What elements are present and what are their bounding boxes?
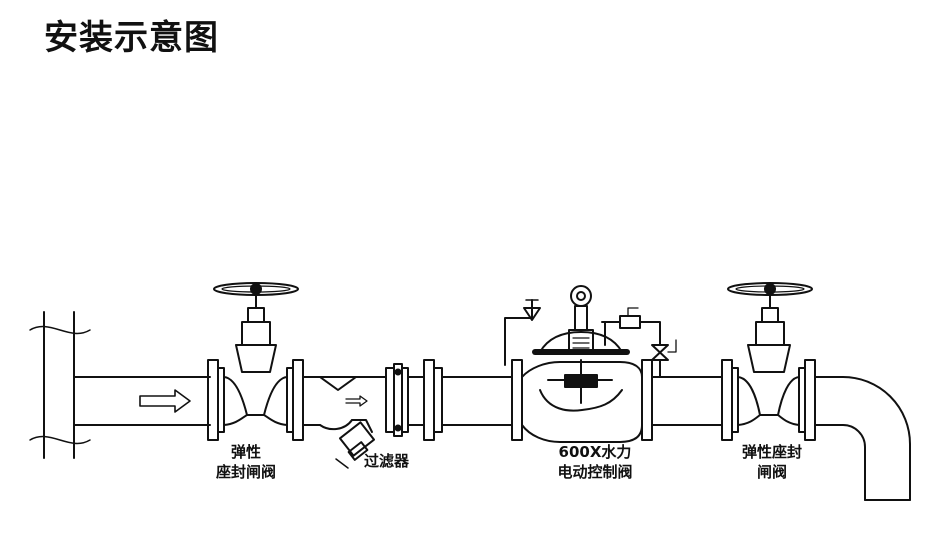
label-gate-valve-2: 弹性座封 闸阀 [717,443,827,482]
label-gate-valve-1: 弹性 座封闸阀 [196,443,296,482]
page-title: 安装示意图 [44,18,219,58]
label-line: 600X水力 [558,443,632,461]
label-line: 电动控制阀 [557,462,633,481]
label-line: 座封闸阀 [215,462,276,481]
y-strainer [319,363,409,469]
label-line: 弹性座封 [741,443,802,461]
handwheel-icon [213,282,299,296]
gate-valve-1 [207,282,304,441]
handwheel-icon [727,282,813,296]
label-line: 闸阀 [756,462,787,481]
label-control-valve: 600X水力 电动控制阀 [530,443,660,482]
control-valve-600x [504,285,677,443]
gate-valve-2 [721,282,816,441]
label-line: 弹性 [230,443,261,461]
label-strainer: 过滤器 [364,452,410,470]
flow-arrow-icon [139,389,368,413]
pipe-flange [423,359,443,441]
main-pipe [73,376,911,501]
wall-riser [29,311,91,459]
